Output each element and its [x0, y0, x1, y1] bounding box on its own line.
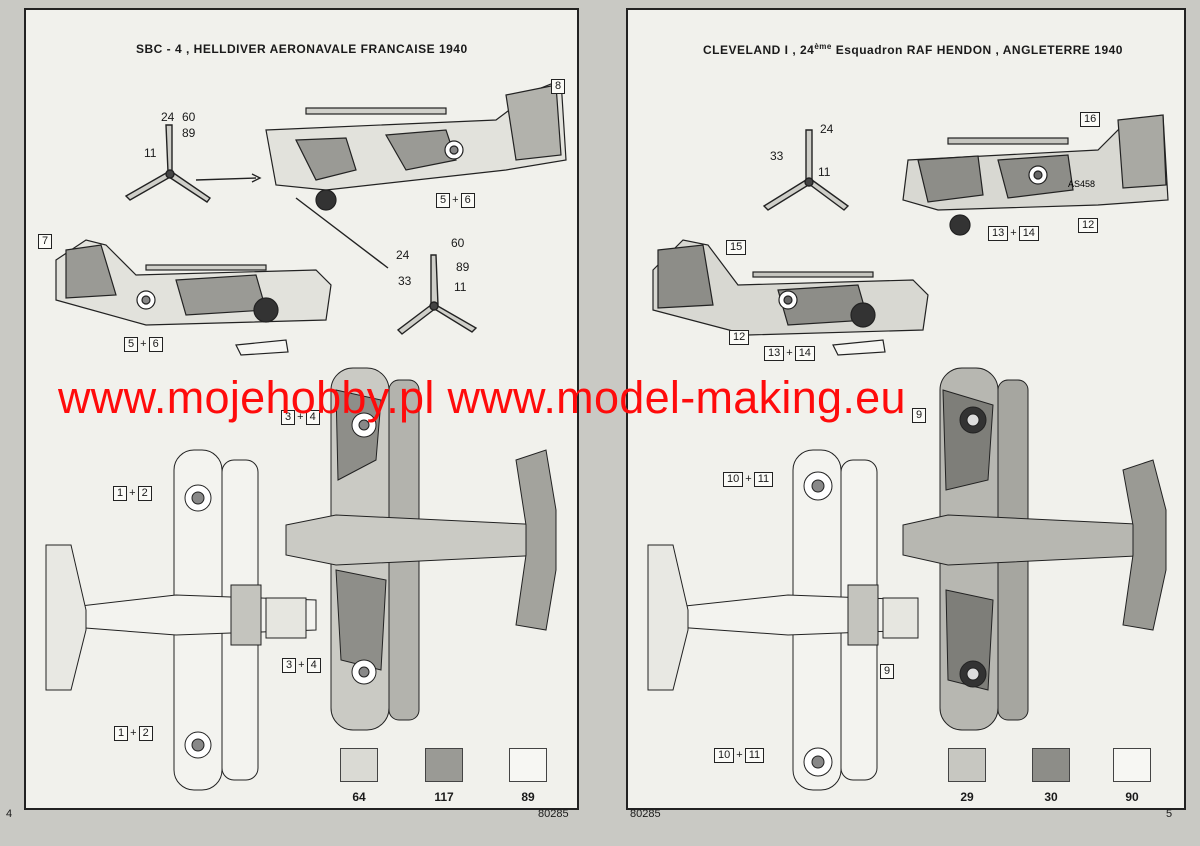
right-page-drawings: AS458 [647, 114, 1169, 791]
right-page-code: 80285 [630, 808, 661, 820]
decal-label: 16 [1080, 112, 1101, 127]
prop-number: 89 [182, 126, 196, 140]
swatch-90-fill [1113, 748, 1151, 782]
color-swatch: 29 [942, 748, 992, 804]
propeller-bottom [295, 197, 478, 335]
color-swatch: 64 [334, 748, 384, 804]
decal-label: 3+4 [282, 658, 321, 673]
decal-label: 12 [1078, 218, 1099, 233]
decal-label: 13+14 [764, 346, 815, 361]
prop-number: 33 [398, 274, 412, 288]
decal-label: 13+14 [988, 226, 1039, 241]
decal-label: 9 [912, 408, 927, 423]
cleveland-top-view-light [647, 449, 919, 791]
swatch-30-fill [1032, 748, 1070, 782]
prop-number: 11 [818, 165, 831, 179]
propeller-right [762, 129, 850, 211]
right-page-title: CLEVELAND I , 24ème Esquadron RAF HENDON… [703, 42, 1123, 57]
prop-number: 60 [182, 110, 196, 124]
left-page-title: SBC - 4 , HELLDIVER AERONAVALE FRANCAISE… [136, 42, 468, 56]
left-page-code: 80285 [538, 808, 569, 820]
swatch-64-fill [340, 748, 378, 782]
prop-number: 24 [161, 110, 175, 124]
left-page-number: 4 [6, 808, 13, 820]
prop-number: 24 [820, 122, 834, 136]
color-swatch: 90 [1107, 748, 1157, 804]
prop-number: 89 [456, 260, 470, 274]
prop-number: 60 [451, 236, 465, 250]
decal-label: 1+2 [114, 726, 153, 741]
swatch-117-fill [425, 748, 463, 782]
helldiver-side-view-top [265, 79, 567, 211]
decal-label: 15 [726, 240, 747, 255]
left-instruction-page: SBC - 4 , HELLDIVER AERONAVALE FRANCAISE… [24, 8, 579, 810]
decal-label: 8 [551, 79, 566, 94]
decal-label: 5+6 [436, 193, 475, 208]
decal-label: 5+6 [124, 337, 163, 352]
prop-number: 11 [144, 146, 157, 160]
helldiver-side-view-middle [55, 239, 332, 356]
prop-number: 24 [396, 248, 410, 262]
decal-label: 3+4 [281, 410, 320, 425]
color-swatch: 30 [1026, 748, 1076, 804]
helldiver-top-view-camouflage [285, 367, 557, 731]
swatch-89-fill [509, 748, 547, 782]
color-swatch: 117 [419, 748, 469, 804]
right-page-number: 5 [1166, 808, 1173, 820]
swatch-29-fill [948, 748, 986, 782]
decal-label: 9 [880, 664, 895, 679]
decal-label: 12 [729, 330, 750, 345]
cleveland-side-view-top [902, 114, 1169, 236]
left-page-drawings [45, 79, 567, 791]
prop-number: 11 [454, 280, 467, 294]
decal-label: 1+2 [113, 486, 152, 501]
propeller-top [124, 124, 262, 203]
color-swatch: 89 [503, 748, 553, 804]
decal-label: 7 [38, 234, 53, 249]
cleveland-top-view-camouflage [902, 367, 1167, 731]
fuselage-code: AS458 [1068, 179, 1095, 189]
cleveland-side-view-middle [652, 239, 929, 356]
watermark-text: www.mojehobby.pl www.model-making.eu [58, 372, 906, 423]
helldiver-top-view-light [45, 449, 317, 791]
prop-number: 33 [770, 149, 784, 163]
decal-label: 10+11 [714, 748, 765, 763]
right-instruction-page: CLEVELAND I , 24ème Esquadron RAF HENDON… [626, 8, 1186, 810]
decal-label: 10+11 [723, 472, 774, 487]
